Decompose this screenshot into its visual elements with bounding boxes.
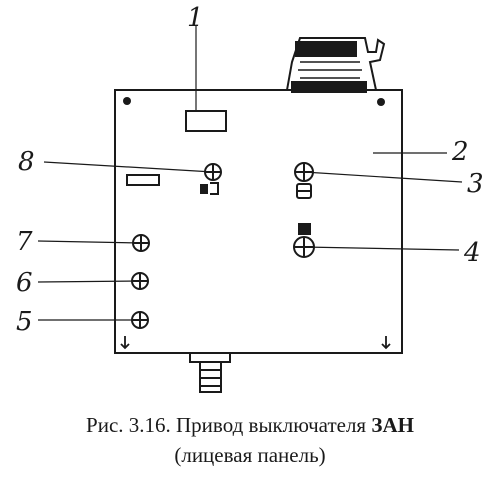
callout-1: 1 <box>187 3 204 33</box>
corner-bolt-icon <box>377 98 385 106</box>
leader-3 <box>303 171 463 183</box>
caption-title: Рис. 3.16. Привод выключателя <box>86 413 372 437</box>
screw-3-icon <box>294 162 314 199</box>
screw-8-icon <box>200 163 222 195</box>
callout-6: 6 <box>16 268 33 298</box>
callout-5: 5 <box>16 307 33 337</box>
callout-4: 4 <box>463 238 481 268</box>
leader-8 <box>43 161 214 173</box>
leader-7 <box>37 240 142 244</box>
callout-3: 3 <box>467 169 484 199</box>
bottom-fitting <box>189 353 231 393</box>
callout-7: 7 <box>16 227 33 257</box>
leader-4 <box>303 246 460 251</box>
diagram: 1 2 3 4 8 7 6 5 <box>16 3 484 393</box>
front-panel <box>114 89 403 354</box>
top-housing <box>286 37 386 93</box>
callout-2: 2 <box>451 137 469 167</box>
corner-bolt-icon <box>123 97 131 105</box>
nameplate <box>126 174 160 186</box>
caption-line-1: Рис. 3.16. Привод выключателя ЗАН <box>0 410 500 440</box>
callout-8: 8 <box>18 147 35 177</box>
window-1 <box>185 110 227 132</box>
corner-bolt-icon <box>120 336 130 350</box>
screw-4-icon <box>293 223 315 258</box>
leader-6 <box>37 280 141 283</box>
corner-bolt-icon <box>381 336 391 350</box>
caption-line-2: (лицевая панель) <box>174 443 326 467</box>
figure-caption: Рис. 3.16. Привод выключателя ЗАН (лицев… <box>0 410 500 470</box>
caption-model: ЗАН <box>371 413 414 437</box>
